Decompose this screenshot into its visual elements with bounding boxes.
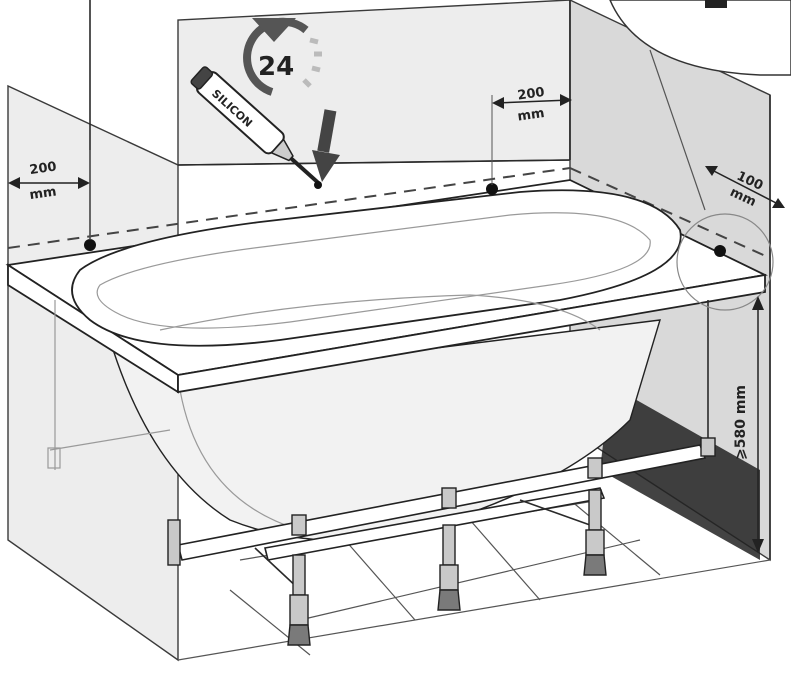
silicone-drop	[314, 181, 322, 189]
dim-corner: 100 mm	[705, 166, 785, 210]
dim-left-unit: mm	[29, 184, 58, 203]
leg-4	[167, 519, 181, 566]
mark-point-left	[84, 239, 96, 251]
detail-mark	[705, 0, 727, 8]
clock-arrow-icon: 24	[243, 17, 322, 96]
arrow-down-icon	[312, 109, 340, 182]
leg-1	[287, 514, 311, 646]
dim-back-value: 200	[517, 85, 546, 104]
dim-back-wall: 200 mm	[491, 85, 572, 185]
leg-3	[583, 457, 607, 576]
dim-left-value: 200	[29, 159, 58, 178]
dim-left-wall: 200 mm	[8, 150, 91, 240]
mark-point-back	[486, 183, 498, 195]
sealant-line	[7, 167, 771, 259]
dim-height-label: ⩾580 mm	[733, 385, 749, 460]
cure-time-value: 24	[258, 52, 294, 82]
back-wall	[89, 0, 571, 250]
dim-height: ⩾580 mm	[733, 296, 764, 553]
leg-2	[437, 487, 461, 611]
dim-back-unit: mm	[517, 106, 546, 125]
mark-points	[84, 183, 726, 257]
detail-circle	[609, 0, 791, 311]
mark-point-corner	[714, 245, 726, 257]
